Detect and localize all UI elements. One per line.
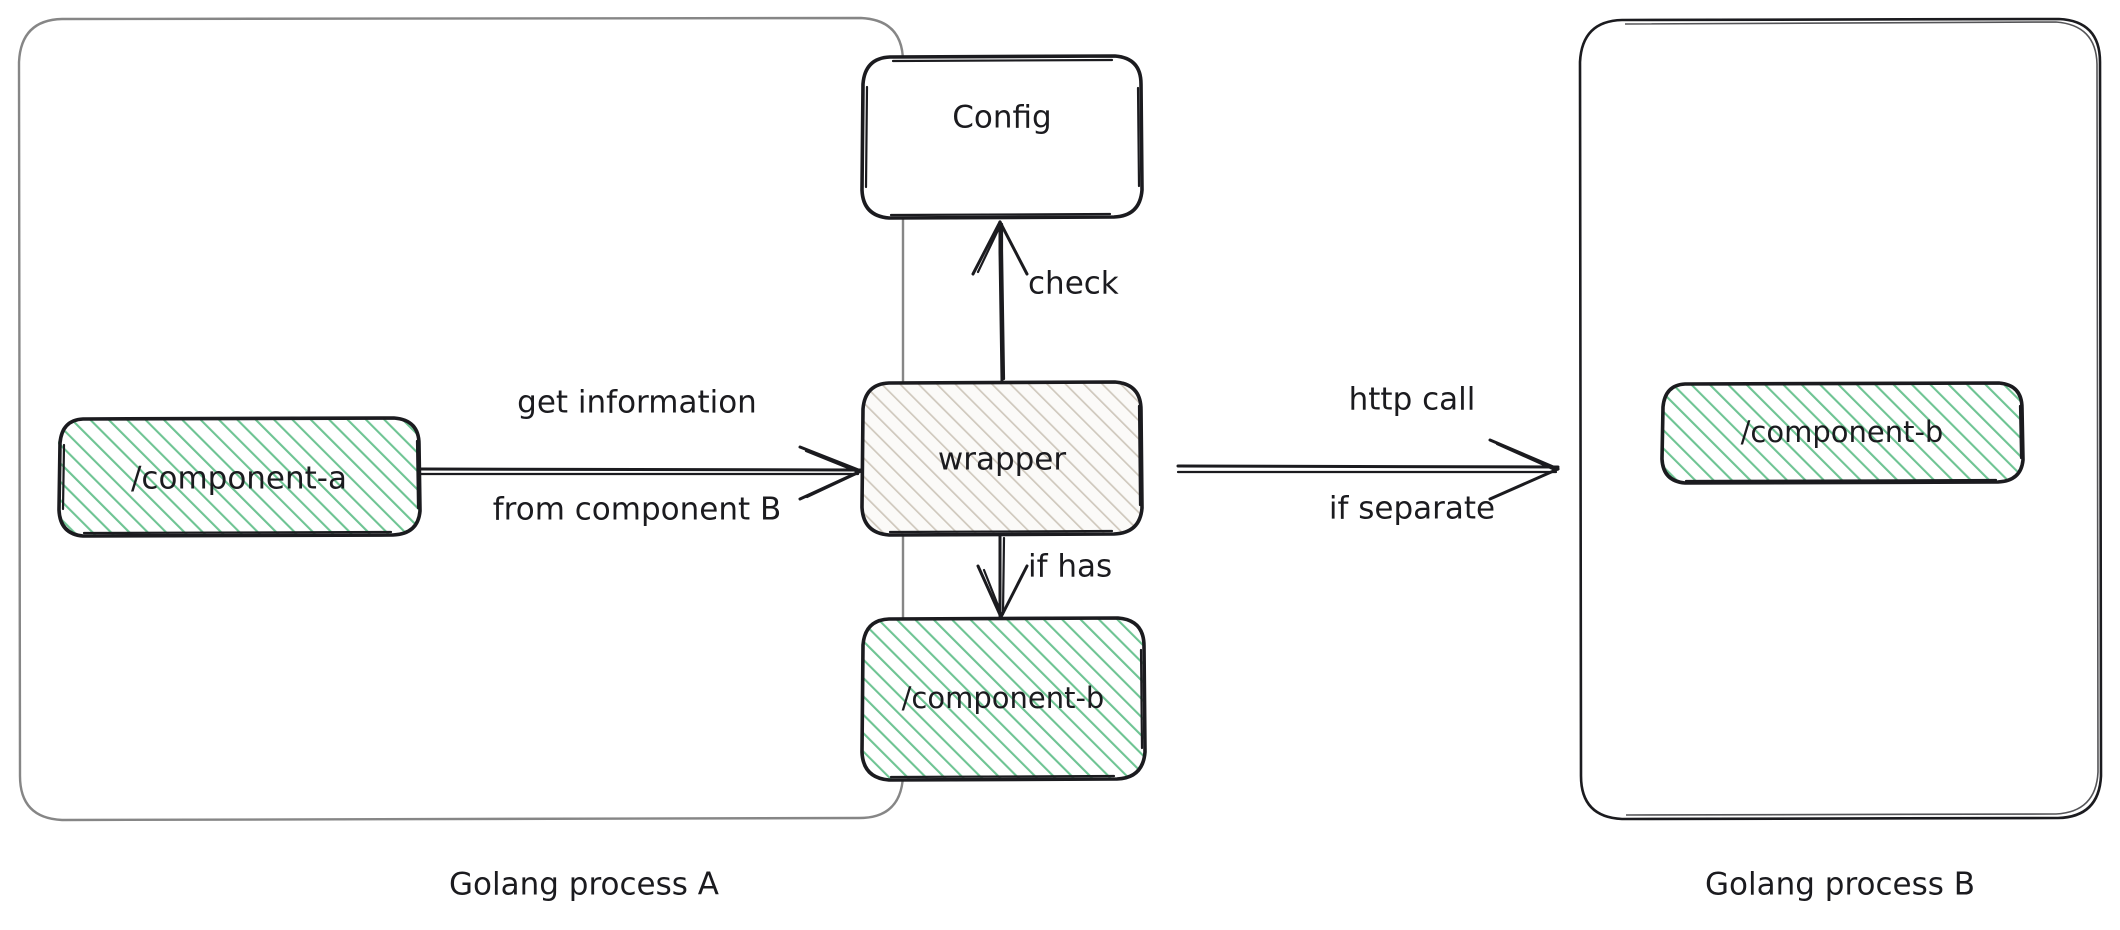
edge-if-has-label: if has: [1028, 549, 1112, 585]
edge-check[interactable]: check: [971, 220, 1119, 383]
edge-get-information-label-line1: get information: [517, 385, 757, 421]
container-process-b[interactable]: [1578, 17, 2103, 821]
node-component-b-outer[interactable]: /component-b: [1660, 381, 2025, 485]
caption-process-a: Golang process A: [449, 867, 719, 903]
node-component-b-outer-label: /component-b: [1741, 415, 1944, 449]
caption-process-b: Golang process B: [1705, 867, 1975, 903]
node-component-a[interactable]: /component-a: [57, 416, 422, 538]
edge-http-call-label-line2: if separate: [1329, 491, 1495, 527]
edge-http-call[interactable]: http call if separate: [1176, 382, 1560, 527]
edge-get-information-label-line2: from component B: [493, 492, 782, 528]
node-wrapper-label: wrapper: [938, 442, 1067, 478]
edge-http-call-label-line1: http call: [1349, 382, 1476, 418]
edge-get-information[interactable]: get information from component B: [419, 385, 863, 528]
node-component-b-inner-label: /component-b: [902, 681, 1105, 715]
node-component-a-label: /component-a: [131, 461, 347, 497]
container-process-a[interactable]: [17, 16, 905, 822]
node-wrapper[interactable]: wrapper: [860, 380, 1144, 537]
edge-if-has[interactable]: if has: [976, 534, 1112, 619]
node-config[interactable]: Config: [860, 54, 1144, 220]
node-component-b-inner[interactable]: /component-b: [860, 616, 1147, 782]
edge-check-label: check: [1028, 266, 1119, 302]
node-config-label: Config: [952, 100, 1051, 136]
